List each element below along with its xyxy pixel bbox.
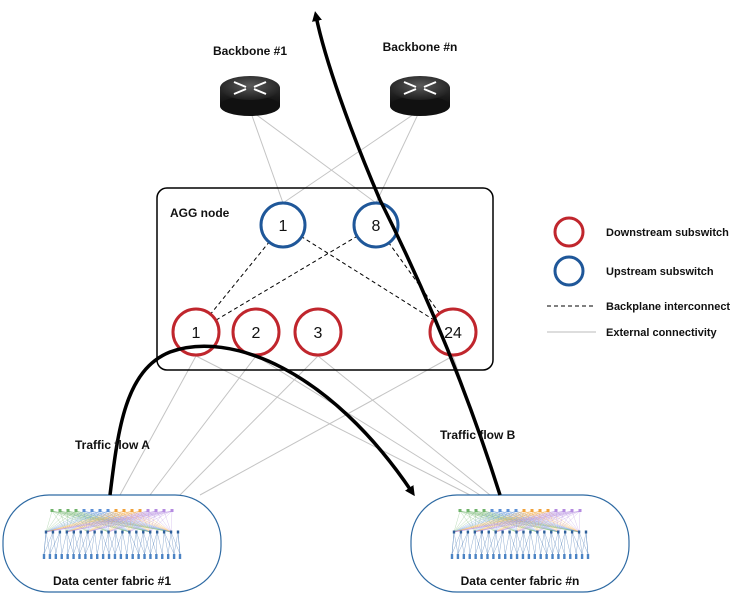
backbone-1-router-icon — [220, 76, 280, 116]
svg-text:Upstream subswitch: Upstream subswitch — [606, 266, 714, 278]
svg-text:External connectivity: External connectivity — [606, 327, 718, 339]
upstream-subswitch-1: 1 — [259, 201, 307, 249]
svg-text:24: 24 — [444, 325, 462, 342]
agg-node-label: AGG node — [170, 206, 230, 220]
svg-text:Downstream subswitch: Downstream subswitch — [606, 227, 729, 239]
fabric-n: Data center fabric #n — [410, 494, 630, 593]
svg-text:1: 1 — [192, 325, 201, 342]
legend-downstream: Downstream subswitch — [553, 216, 729, 248]
backbone-n-label: Backbone #n — [383, 40, 458, 54]
downstream-subswitch-1: 1 — [171, 307, 221, 357]
fabric-1: Data center fabric #1 — [2, 494, 222, 593]
fabric-n-label: Data center fabric #n — [461, 574, 580, 588]
legend-backplane: Backplane interconnect — [547, 301, 730, 313]
downstream-subswitch-24: 24 — [428, 307, 478, 357]
legend-upstream: Upstream subswitch — [553, 255, 714, 287]
legend-external: External connectivity — [547, 327, 718, 339]
svg-text:3: 3 — [314, 325, 323, 342]
svg-text:1: 1 — [279, 218, 288, 235]
downstream-subswitch-2: 2 — [231, 307, 281, 357]
traffic-flow-b-path — [312, 11, 502, 496]
fabric-n-topology-icon — [450, 509, 590, 559]
svg-text:2: 2 — [252, 325, 261, 342]
legend: Downstream subswitch Upstream subswitch … — [547, 216, 730, 339]
downstream-subswitch-3: 3 — [293, 307, 343, 357]
fabric-1-topology-icon — [42, 509, 182, 559]
traffic-flow-a-path — [108, 344, 415, 497]
backbone-1-label: Backbone #1 — [213, 44, 287, 58]
traffic-flow-a-label: Traffic flow A — [75, 438, 150, 452]
fabric-1-label: Data center fabric #1 — [53, 574, 171, 588]
backbone-n-router-icon — [390, 76, 450, 116]
agg-node-box — [156, 187, 494, 371]
svg-text:8: 8 — [372, 218, 381, 235]
traffic-flow-b-label: Traffic flow B — [440, 428, 516, 442]
svg-text:Backplane interconnect: Backplane interconnect — [606, 301, 730, 313]
